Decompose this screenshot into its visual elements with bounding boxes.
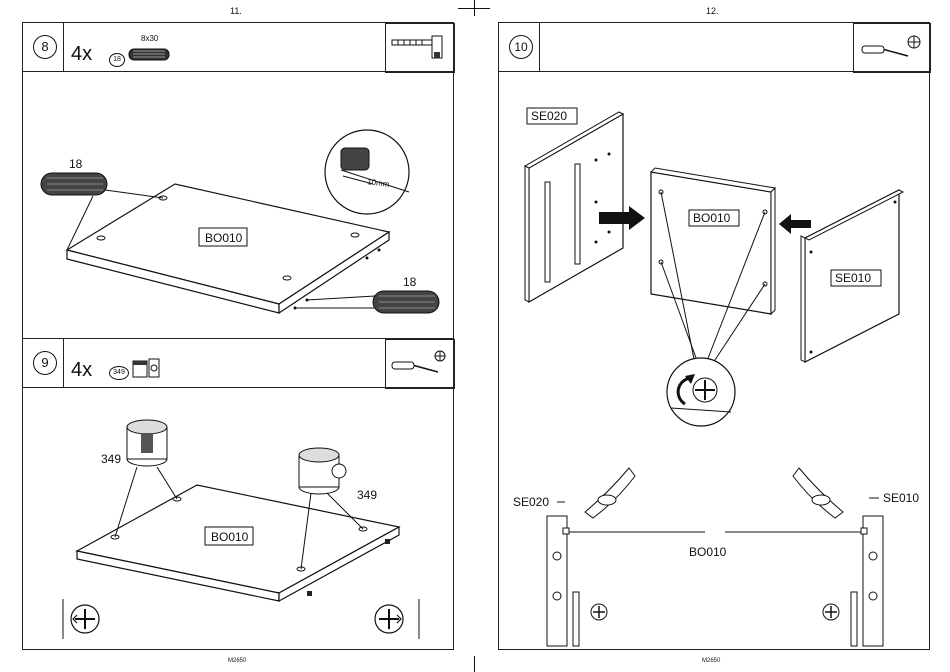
right-page-frame: 10 SE020 — [498, 22, 930, 650]
step9-illustration: BO010 349 349 — [23, 387, 453, 649]
quantity-label: 4x — [71, 359, 92, 382]
tool-box — [853, 23, 931, 73]
screwdriver-phillips-icon — [390, 348, 452, 382]
hammer-icon — [390, 34, 450, 64]
step9-header: 9 4x 349 — [23, 338, 453, 388]
label-bottom-right: SE010 — [883, 491, 919, 505]
page-number-right: 12. — [706, 6, 719, 16]
step10-header: 10 — [499, 23, 929, 72]
page-number-left: 11. — [230, 6, 242, 16]
step-number-10: 10 — [509, 35, 533, 59]
tool-box — [385, 339, 455, 389]
footer-code-right: M2650 — [702, 658, 720, 664]
dowel-label-a: 18 — [69, 157, 83, 171]
header-divider — [63, 339, 64, 387]
dowel-icon: 8x30 — [127, 35, 187, 65]
header-divider — [539, 23, 540, 71]
dowel-label-b: 18 — [403, 275, 417, 289]
step-number-9: 9 — [33, 351, 57, 375]
tool-box — [385, 23, 455, 73]
header-divider — [63, 23, 64, 71]
cam-label-a: 349 — [101, 452, 121, 466]
board-label-bo010: BO010 — [205, 231, 243, 245]
part-id-badge: 349 — [109, 366, 129, 380]
crop-mark-top-h — [458, 8, 490, 9]
board-label-bo010: BO010 — [211, 530, 249, 544]
quantity-label: 4x — [71, 43, 92, 66]
cam-lock-icon — [131, 353, 161, 379]
screwdriver-phillips-icon — [860, 32, 922, 66]
crop-mark-bottom — [474, 656, 475, 672]
footer-code-left: M2650 — [228, 658, 246, 664]
step10-illustration: SE020 BO010 SE010 SE02 — [499, 72, 929, 649]
left-page-frame: 8 4x 18 8x30 — [22, 22, 454, 650]
part-id-badge: 18 — [109, 53, 125, 67]
step8-illustration: BO010 18 18 10mm — [23, 72, 453, 338]
label-center-panel: BO010 — [693, 211, 731, 225]
label-right-panel: SE010 — [835, 271, 871, 285]
label-left-panel: SE020 — [531, 109, 567, 123]
step-number-8: 8 — [33, 35, 57, 59]
step8-header: 8 4x 18 8x30 — [23, 23, 453, 72]
part-size-label: 8x30 — [141, 34, 159, 43]
label-bottom-left: SE020 — [513, 495, 549, 509]
label-bottom-center: BO010 — [689, 545, 727, 559]
cam-label-b: 349 — [357, 488, 377, 502]
